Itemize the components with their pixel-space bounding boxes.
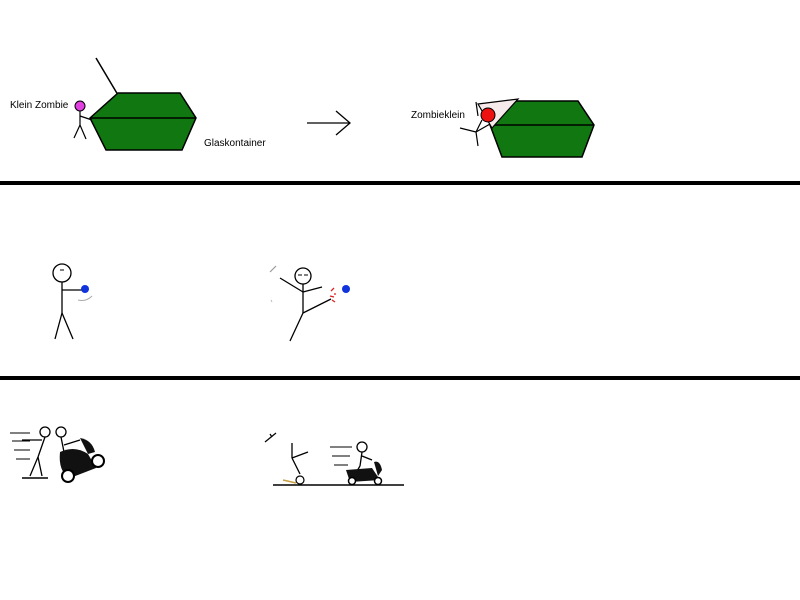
skateboard-scooter-crash [10, 426, 105, 483]
aftermath-scene [264, 432, 404, 486]
throwing-stick-figure [52, 263, 93, 340]
panel-3 [10, 426, 404, 486]
label-glass-container: Glaskontainer [204, 138, 266, 149]
panel-2 [52, 263, 350, 342]
zombie-head-magenta [74, 100, 86, 112]
panel-divider-2 [0, 376, 800, 380]
zombie-head-red [480, 107, 496, 123]
blue-ball [81, 285, 89, 293]
blue-ball-flying [342, 285, 350, 293]
blood-splash [329, 287, 336, 303]
panel-divider-1 [0, 181, 800, 185]
small-zombie-figure [73, 100, 93, 140]
stuck-zombie-figure [459, 101, 496, 147]
glass-container-left [89, 92, 197, 151]
label-small-zombie: Klein Zombie [10, 100, 69, 111]
scooter-icon [59, 438, 105, 483]
label-result-zombie: Zombieklein [411, 110, 465, 121]
hit-stick-figure [269, 265, 350, 342]
container-lid-stick [95, 57, 119, 96]
panel-1: Klein Zombie Glaskontainer Zombieklein [10, 57, 595, 158]
arrow-right-icon [307, 110, 351, 136]
scooter-icon [346, 461, 383, 486]
